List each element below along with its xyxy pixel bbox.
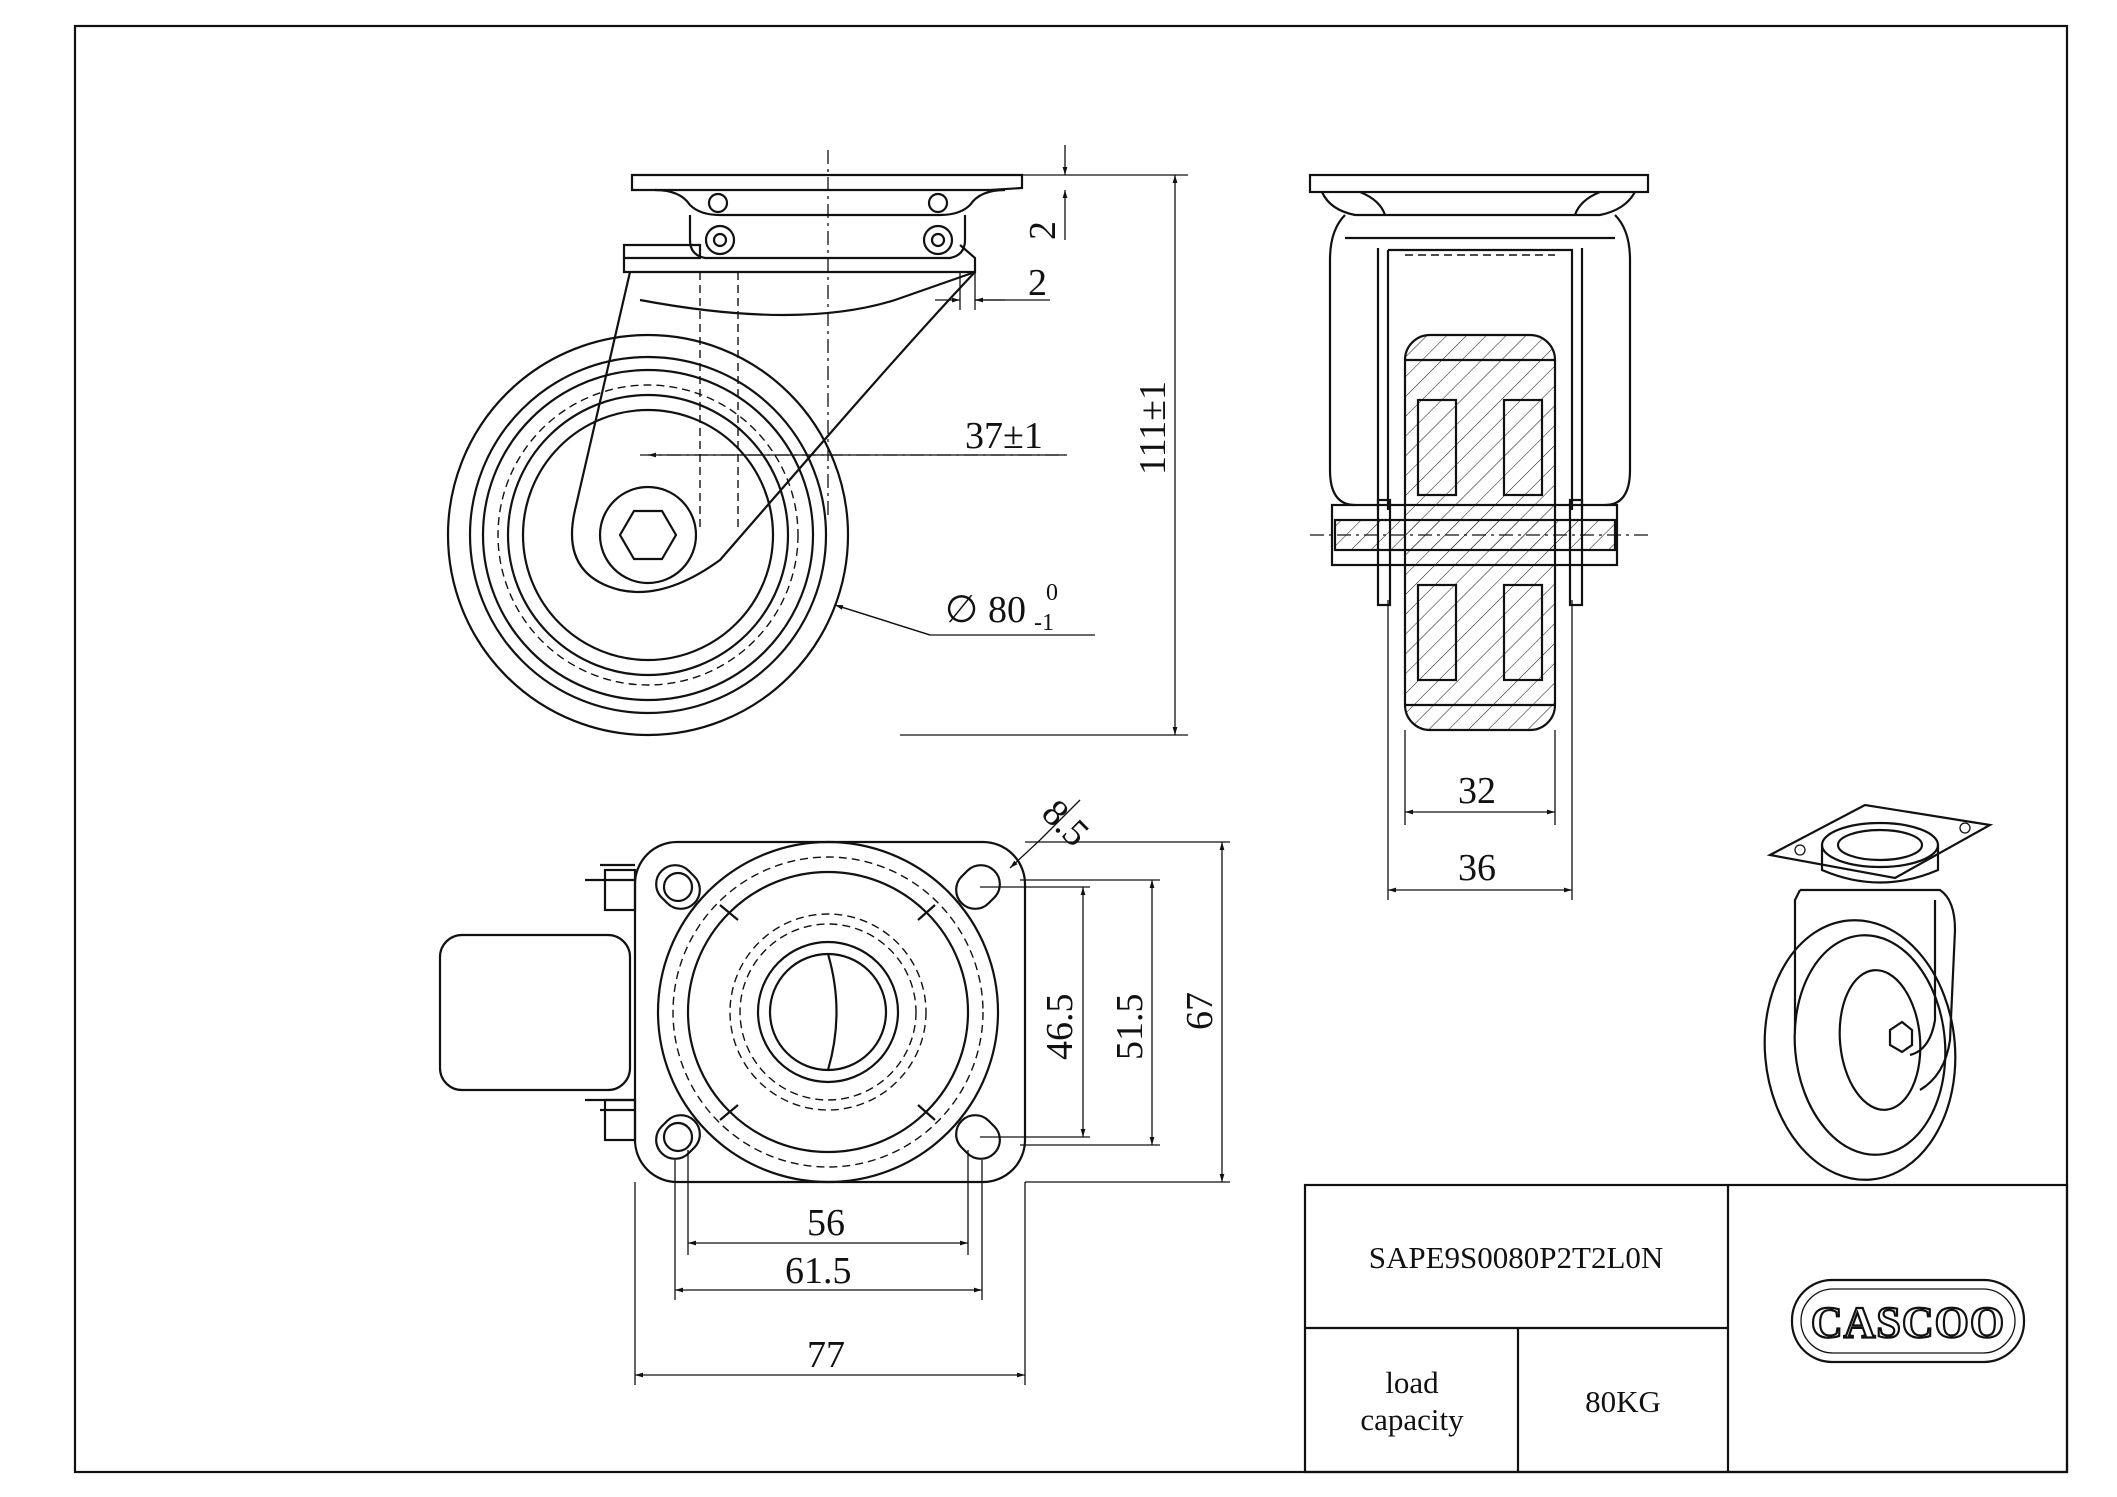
dim-bolt-y-inner: 46.5 (1039, 994, 1081, 1061)
drawing-frame (73, 24, 2069, 1474)
dim-gap: 2 (1028, 262, 1047, 304)
dim-wheel-diameter: 80 (988, 589, 1026, 631)
top-view: 8.5 46.5 51.5 67 56 61.5 77 (438, 792, 1230, 1385)
cascoo-logo: CASCOO (1790, 1278, 2026, 1364)
isometric-caster-view (1763, 803, 1994, 1181)
load-label-line1: load (1385, 1365, 1439, 1400)
dim-wheel-tol-upper: 0 (1046, 580, 1058, 606)
dim-plate-length: 77 (807, 1334, 845, 1376)
dim-wheel-width: 32 (1458, 770, 1496, 812)
dim-diameter-symbol: ∅ (945, 589, 978, 631)
part-number: SAPE9S0080P2T2L0N (1369, 1240, 1664, 1275)
dim-fork-width: 36 (1458, 847, 1496, 889)
dim-bolt-y-outer: 51.5 (1109, 994, 1151, 1061)
dim-wheel-tol-lower: -1 (1034, 610, 1054, 636)
dim-bolt-x-inner: 56 (807, 1202, 845, 1244)
load-value: 80KG (1585, 1384, 1661, 1419)
dim-bolt-hole: 8.5 (1034, 792, 1097, 855)
dim-offset: 37±1 (965, 415, 1043, 457)
front-view: 32 36 (1308, 173, 1650, 900)
dim-height: 111±1 (1132, 381, 1174, 475)
dim-bolt-x-outer: 61.5 (785, 1250, 852, 1292)
bolt-holes (655, 864, 1001, 1160)
title-block: SAPE9S0080P2T2L0N load capacity 80KG CAS… (1303, 1183, 2069, 1474)
dim-plate-thickness: 2 (1022, 221, 1064, 240)
side-view: 37±1 111±1 2 2 ∅ 80 0 -1 (446, 145, 1188, 737)
dim-plate-depth: 67 (1179, 992, 1221, 1030)
svg-text:CASCOO: CASCOO (1811, 1298, 2005, 1347)
load-label-line2: capacity (1360, 1402, 1464, 1437)
